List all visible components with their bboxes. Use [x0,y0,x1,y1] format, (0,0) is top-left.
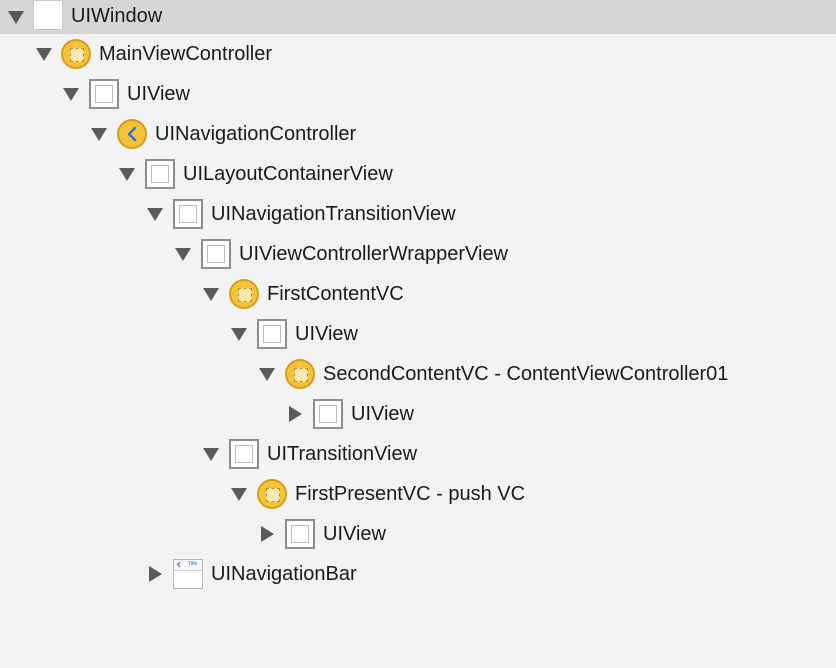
view-icon [257,319,287,349]
disclosure-collapsed-icon[interactable] [258,525,276,543]
tree-row-label: UINavigationTransitionView [211,203,456,225]
disclosure-expanded-icon[interactable] [202,285,220,303]
tree-row[interactable]: FirstContentVC [0,274,836,314]
disclosure-expanded-icon[interactable] [258,365,276,383]
tree-row[interactable]: UIView [0,394,836,434]
view-icon [145,159,175,189]
view-controller-icon [285,359,315,389]
tree-row[interactable]: MainViewController [0,34,836,74]
disclosure-expanded-icon[interactable] [230,485,248,503]
tree-row[interactable]: UIView [0,514,836,554]
view-controller-icon [229,279,259,309]
view-icon [201,239,231,269]
tree-row-label: UIView [295,323,358,345]
view-controller-icon [61,39,91,69]
tree-row-label: SecondContentVC - ContentViewController0… [323,363,729,385]
disclosure-expanded-icon[interactable] [62,85,80,103]
tree-row[interactable]: UIView [0,74,836,114]
tree-row-label: UIView [323,523,386,545]
view-icon [229,439,259,469]
tree-row[interactable]: SecondContentVC - ContentViewController0… [0,354,836,394]
view-controller-icon [257,479,287,509]
tree-row-label: UIView [351,403,414,425]
navigation-bar-icon-title: Title [188,561,198,567]
disclosure-expanded-icon[interactable] [35,45,53,63]
disclosure-expanded-icon[interactable] [7,8,25,26]
tree-row-label: UITransitionView [267,443,418,465]
view-icon [285,519,315,549]
view-icon [173,199,203,229]
tree-row-label: MainViewController [99,43,273,65]
tree-row-label: UINavigationController [155,123,357,145]
tree-row[interactable]: FirstPresentVC - push VC [0,474,836,514]
tree-row-label: UIWindow [71,5,163,27]
disclosure-collapsed-icon[interactable] [146,565,164,583]
tree-row[interactable]: UIView [0,314,836,354]
disclosure-expanded-icon[interactable] [174,245,192,263]
tree-row-label: UIView [127,83,190,105]
tree-row-label: UIViewControllerWrapperView [239,243,509,265]
disclosure-collapsed-icon[interactable] [286,405,304,423]
disclosure-expanded-icon[interactable] [202,445,220,463]
disclosure-expanded-icon[interactable] [230,325,248,343]
disclosure-expanded-icon[interactable] [146,205,164,223]
disclosure-expanded-icon[interactable] [90,125,108,143]
tree-row[interactable]: UITransitionView [0,434,836,474]
tree-row-label: UILayoutContainerView [183,163,393,185]
tree-row[interactable]: UIViewControllerWrapperView [0,234,836,274]
tree-row[interactable]: UILayoutContainerView [0,154,836,194]
tree-row[interactable]: UINavigationController [0,114,836,154]
disclosure-expanded-icon[interactable] [118,165,136,183]
tree-row-label: FirstContentVC [267,283,404,305]
view-icon [313,399,343,429]
tree-row[interactable]: UIWindow [0,0,836,34]
tree-row-label: FirstPresentVC - push VC [295,483,526,505]
window-icon [33,0,63,30]
view-icon [89,79,119,109]
navigation-controller-icon [117,119,147,149]
navigation-bar-icon: Title [173,559,203,589]
tree-row[interactable]: UINavigationTransitionView [0,194,836,234]
tree-row-label: UINavigationBar [211,563,357,585]
tree-row[interactable]: Title UINavigationBar [0,554,836,594]
